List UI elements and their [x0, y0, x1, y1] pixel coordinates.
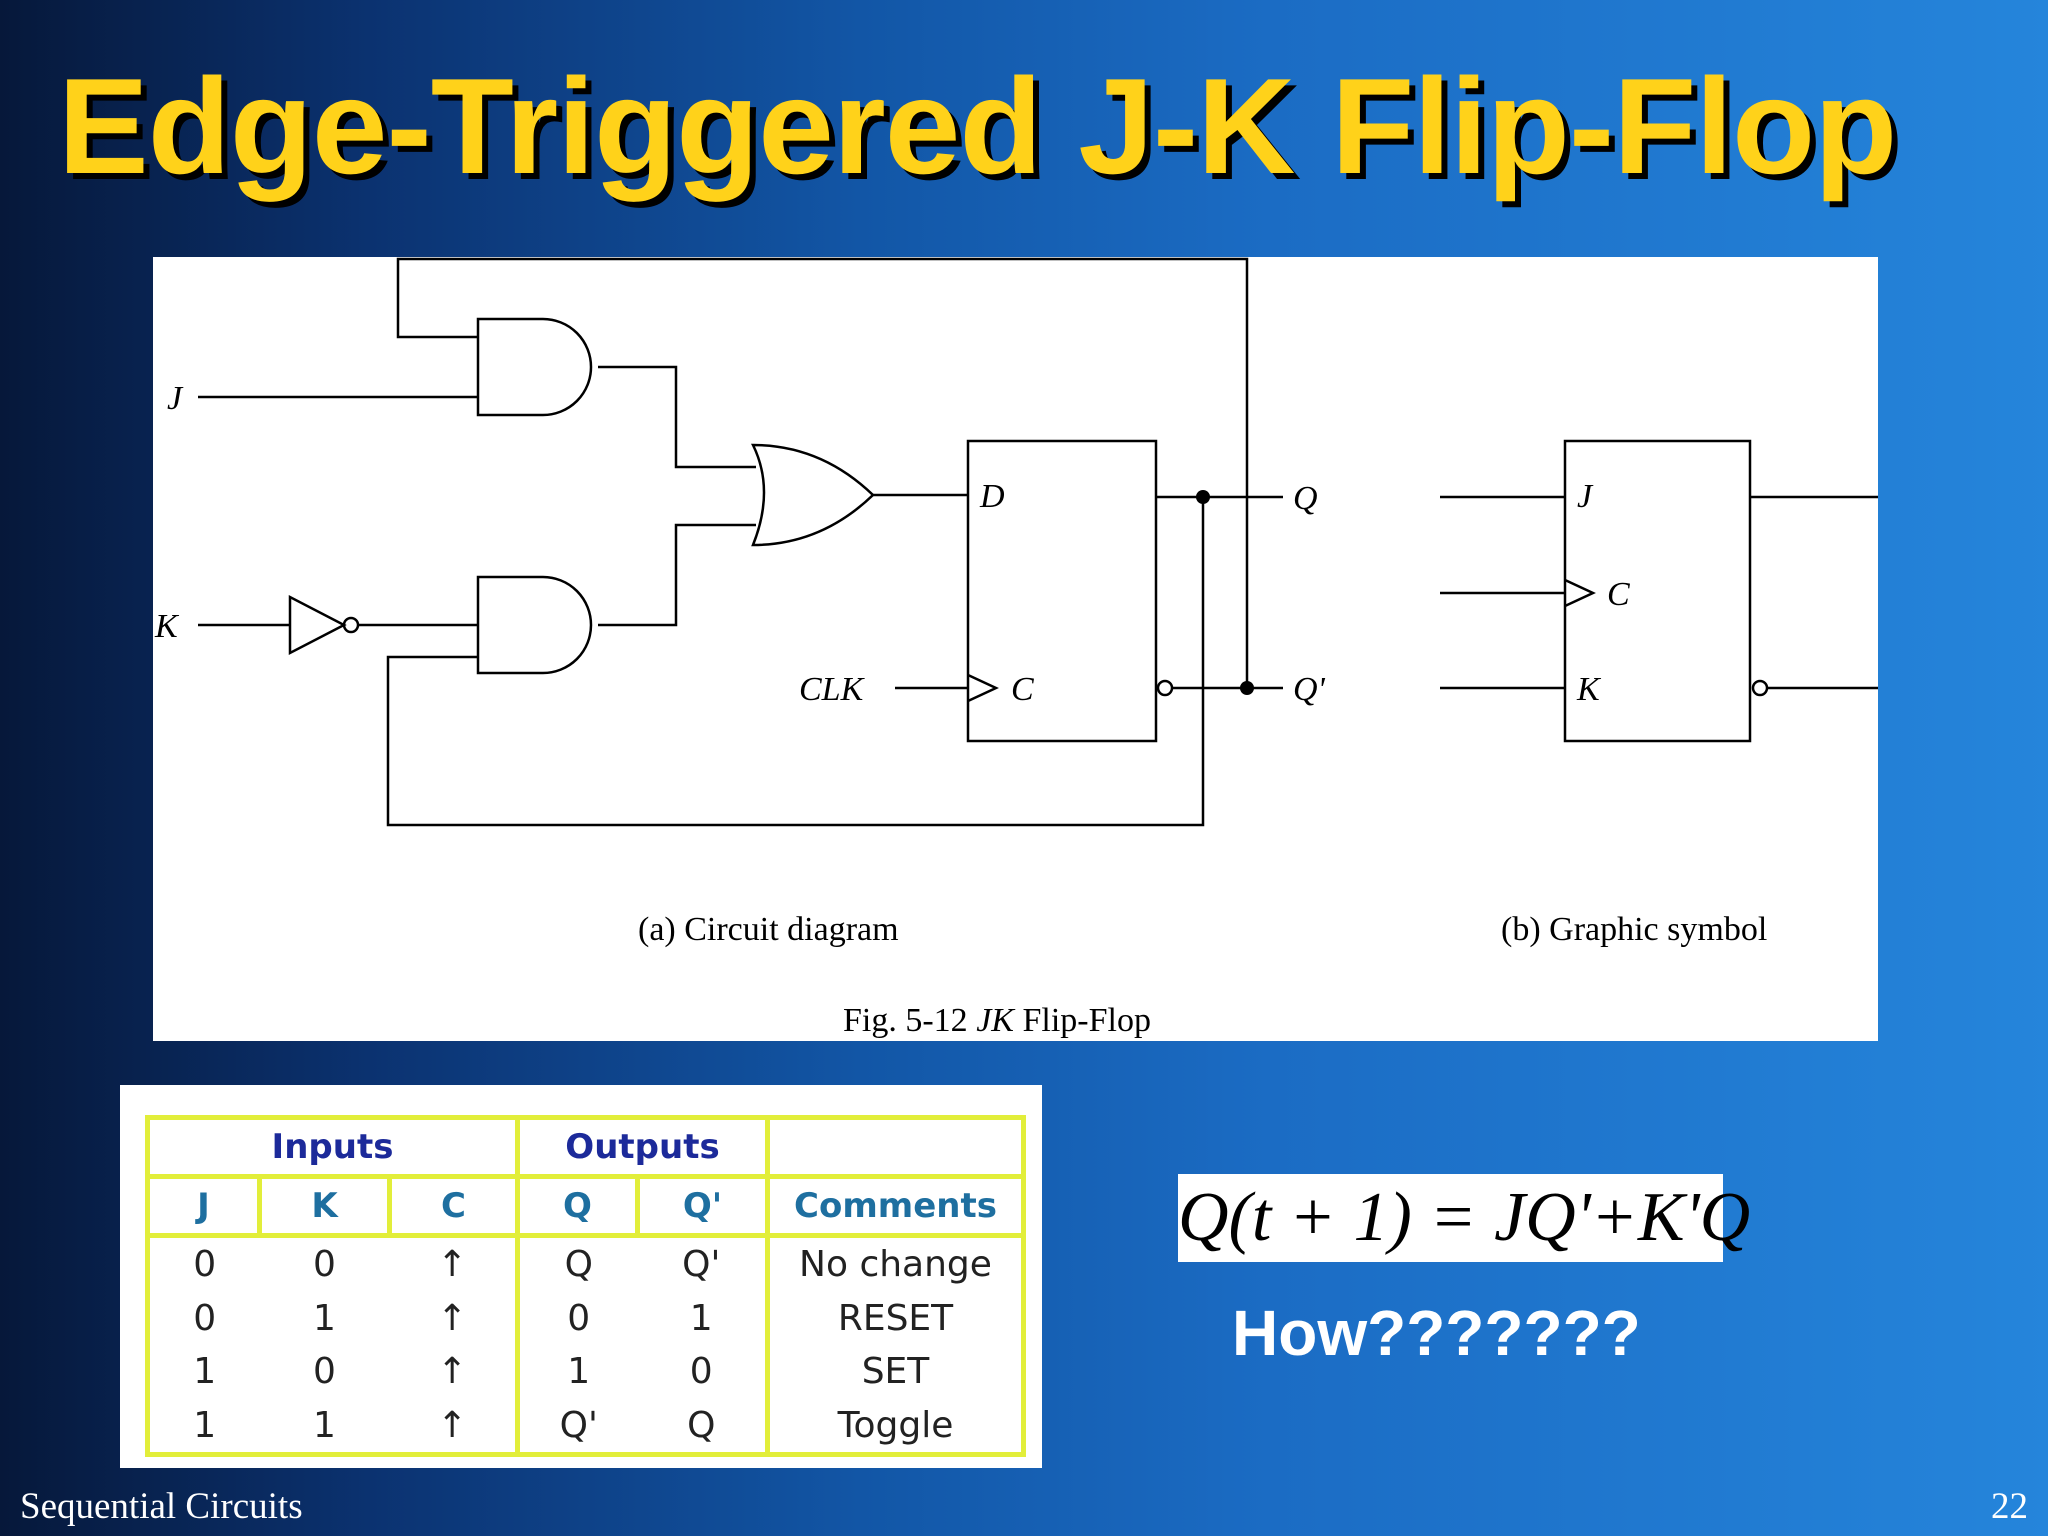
col-q-prime: Q'	[635, 1174, 770, 1238]
table-row: 0 1 ↑ 0 1 RESET	[145, 1291, 1026, 1345]
page-number: 22	[1991, 1486, 2028, 1527]
and-gate-top	[476, 317, 593, 417]
figure-caption: Fig. 5-12 JK Flip-Flop	[843, 1002, 1151, 1039]
label-clk: CLK	[799, 671, 866, 708]
label-d: D	[979, 478, 1005, 515]
and-gate-bottom	[476, 575, 593, 675]
col-comments: Comments	[765, 1174, 1026, 1238]
junction-dot-q	[1196, 490, 1210, 504]
q-feedback-wire	[386, 497, 1205, 827]
equation-box: Q(t + 1) = JQ'+K'Q	[1178, 1174, 1750, 1262]
truth-table-panel: Inputs Outputs J K C Q Q' Comments 0 0	[120, 1085, 1042, 1468]
label-sym-j: J	[1577, 478, 1594, 515]
caption-circuit-diagram: (a) Circuit diagram	[638, 911, 899, 948]
slide-title: Edge-Triggered J-K Flip-Flop	[58, 50, 1897, 202]
truth-table: Inputs Outputs J K C Q Q' Comments 0 0	[145, 1115, 1026, 1458]
col-k: K	[257, 1174, 392, 1238]
header-outputs: Outputs	[515, 1115, 770, 1179]
sym-c-triangle	[1564, 578, 1596, 608]
and-top-to-or-wire	[598, 365, 756, 469]
col-q: Q	[515, 1174, 640, 1238]
circuit-diagram-svg: J K D CLK C Q Q' J C K (a) Circuit diagr…	[154, 257, 1878, 1039]
caption-graphic-symbol: (b) Graphic symbol	[1501, 911, 1767, 948]
col-j: J	[145, 1174, 262, 1238]
label-sym-c: C	[1607, 576, 1630, 613]
table-row: 1 1 ↑ Q' Q Toggle	[145, 1398, 1026, 1458]
col-c: C	[387, 1174, 520, 1238]
label-q: Q	[1293, 480, 1318, 517]
label-q-prime: Q'	[1293, 671, 1326, 708]
header-inputs: Inputs	[145, 1115, 520, 1179]
and-bottom-to-or-wire	[598, 523, 756, 627]
label-k: K	[154, 608, 180, 645]
label-sym-k: K	[1576, 671, 1602, 708]
table-row: 0 0 ↑ Q Q' No change	[145, 1235, 1026, 1292]
footer-title: Sequential Circuits	[20, 1486, 303, 1527]
junction-dot-q-prime	[1240, 681, 1254, 695]
jk-flip-flop-figure: J K D CLK C Q Q' J C K (a) Circuit diagr…	[153, 257, 1878, 1041]
jk-symbol-box	[1563, 439, 1752, 743]
inverter	[288, 594, 347, 656]
label-j: J	[167, 380, 184, 417]
clk-triangle	[967, 673, 999, 703]
header-blank	[765, 1115, 1026, 1179]
question-text: How???????	[1232, 1297, 1641, 1369]
d-flip-flop-box	[966, 439, 1158, 743]
q-prime-feedback-wire	[396, 257, 1249, 688]
label-c: C	[1011, 671, 1034, 708]
table-row: 1 0 ↑ 1 0 SET	[145, 1344, 1026, 1399]
or-gate	[750, 443, 875, 547]
